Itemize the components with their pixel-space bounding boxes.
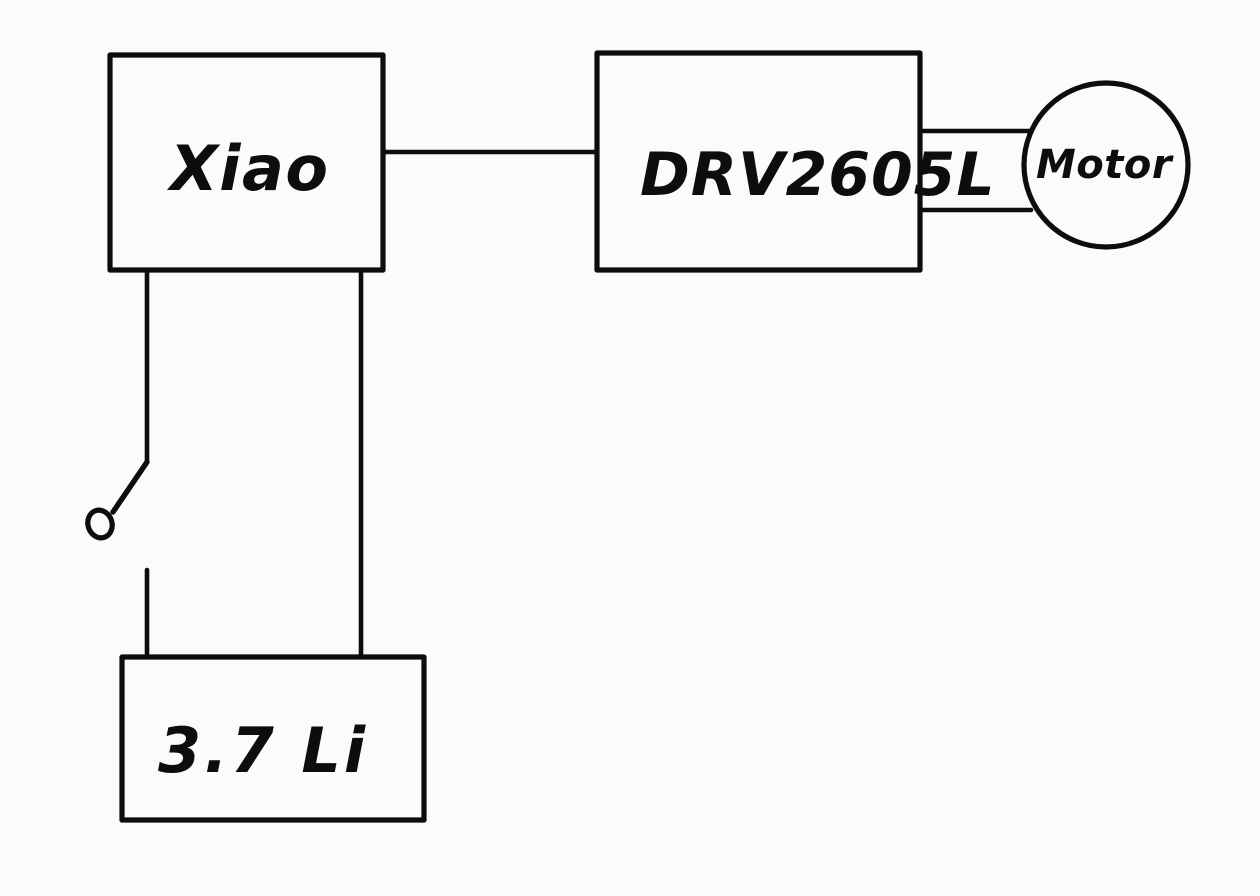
node-xiao[interactable]: Xiao (107, 52, 386, 273)
xiao-box-outline[interactable] (107, 52, 386, 273)
xiao-label: Xiao (166, 132, 330, 205)
switch-terminal-icon (85, 507, 115, 541)
battery-box-outline[interactable] (119, 654, 427, 823)
power-switch[interactable] (84, 459, 150, 541)
node-driver[interactable]: DRV2605L (594, 50, 996, 273)
battery-label: 3.7 Li (158, 714, 368, 787)
driver-box-outline[interactable] (594, 50, 923, 273)
driver-label: DRV2605L (640, 140, 996, 210)
switch-lever-icon[interactable] (110, 459, 150, 515)
wires-group (144, 128, 1034, 660)
node-battery[interactable]: 3.7 Li (119, 654, 427, 823)
motor-label: Motor (1036, 142, 1174, 188)
node-motor[interactable]: Motor (1021, 80, 1191, 250)
motor-circle-outline[interactable] (1021, 80, 1191, 250)
